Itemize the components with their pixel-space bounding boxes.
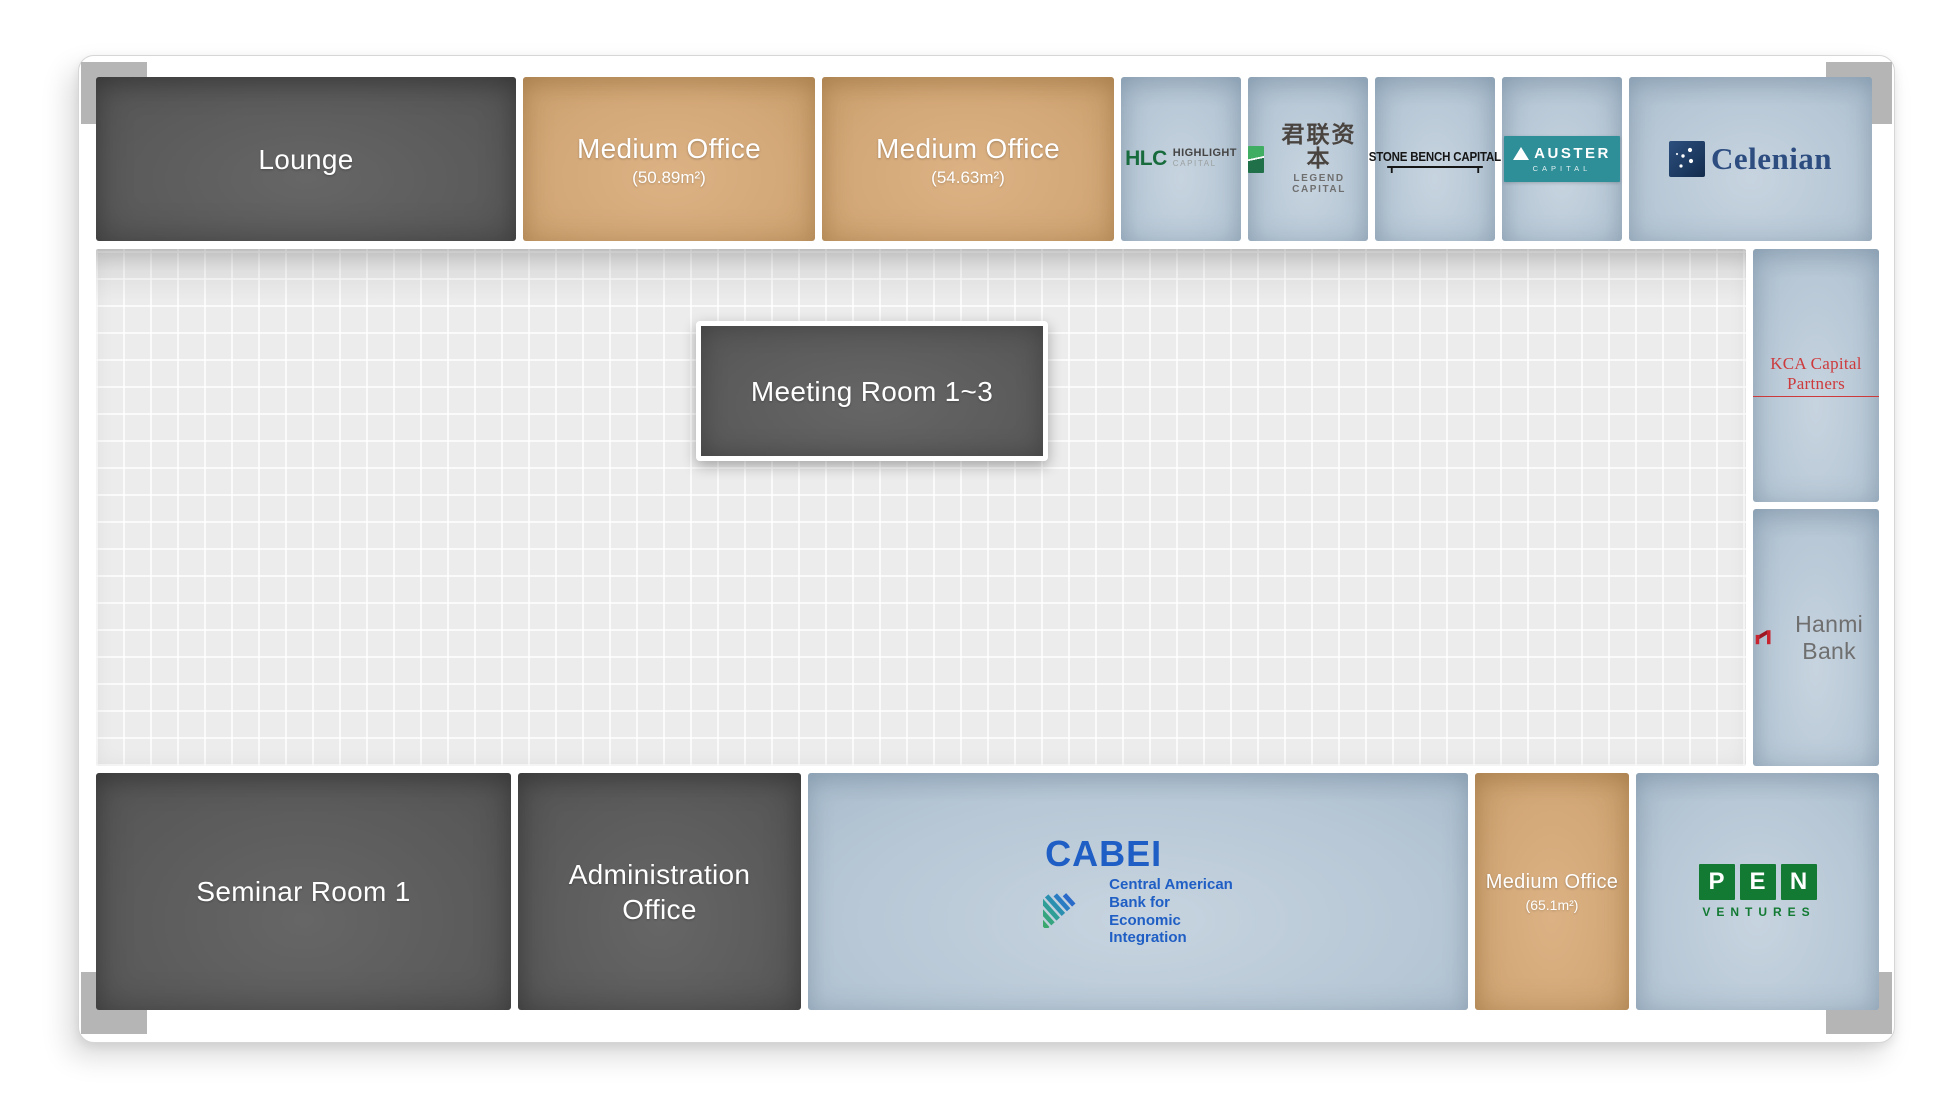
room-meeting-room: Meeting Room 1~3 <box>696 321 1048 461</box>
cabei-abbr: CABEI <box>1045 833 1163 875</box>
floorplan-frame: Lounge Medium Office (50.89m²) Medium Of… <box>78 55 1895 1043</box>
celenian-logo-icon <box>1668 141 1705 177</box>
room-tenant-cabei: CABEI <box>808 773 1468 1010</box>
hlc-name-bottom: CAPITAL <box>1172 159 1217 169</box>
room-tenant-hanmi-bank: Hanmi Bank <box>1753 509 1879 766</box>
auster-capital-logo: AUSTER CAPITAL <box>1504 136 1620 182</box>
auster-mountain-icon <box>1513 147 1530 160</box>
open-floor-area: Meeting Room 1~3 <box>96 249 1746 766</box>
top-row: Lounge Medium Office (50.89m²) Medium Of… <box>96 77 1879 241</box>
room-tenant-pen-ventures: P E N VENTURES <box>1636 773 1879 1010</box>
administration-office-label: Administration Office <box>568 858 751 925</box>
bottom-row: Seminar Room 1 Administration Office CAB… <box>96 773 1879 1010</box>
room-medium-office-3: Medium Office (65.1m²) <box>1475 773 1629 1010</box>
room-medium-office-2-area: (54.63m²) <box>931 167 1005 187</box>
cabei-line-4: Integration <box>1109 929 1187 947</box>
pen-letter-squares-icon: P E N <box>1698 864 1817 900</box>
room-medium-office-3-area: (65.1m²) <box>1525 897 1579 913</box>
room-lounge-label: Lounge <box>258 143 354 175</box>
hanmi-bank-name: Hanmi Bank <box>1795 610 1864 664</box>
cabei-line-1: Central American <box>1109 876 1233 894</box>
pen-letter-e: E <box>1739 864 1776 900</box>
hlc-wordmark: HIGHLIGHT CAPITAL <box>1173 148 1237 169</box>
pen-ventures-logo: P E N VENTURES <box>1698 864 1817 919</box>
stone-bench-capital-logo: STONE BENCH CAPITAL <box>1368 149 1502 172</box>
room-lounge: Lounge <box>96 77 516 241</box>
legend-capital-logo: 君联资本 LEGEND CAPITAL <box>1248 123 1368 195</box>
room-medium-office-1: Medium Office (50.89m²) <box>523 77 815 241</box>
room-seminar-room-1: Seminar Room 1 <box>96 773 511 1010</box>
hanmi-bank-logo-icon <box>1755 629 1771 644</box>
middle-row: Meeting Room 1~3 KCA Capital Partners Ha… <box>96 249 1879 766</box>
hanmi-bank-logo: Hanmi Bank <box>1753 611 1879 665</box>
auster-name: AUSTER <box>1534 145 1611 162</box>
room-tenant-kca-capital-partners: KCA Capital Partners <box>1753 249 1879 502</box>
pen-letter-p: P <box>1698 864 1735 900</box>
room-medium-office-1-area: (50.89m²) <box>632 167 706 187</box>
kca-capital-partners-name: KCA Capital Partners <box>1753 354 1879 397</box>
cabei-fan-icon <box>1043 893 1076 929</box>
cabei-logo: CABEI <box>1043 836 1233 947</box>
celenian-logo: Celenian <box>1668 141 1833 177</box>
room-tenant-auster-capital: AUSTER CAPITAL <box>1502 77 1622 241</box>
room-medium-office-2-label: Medium Office <box>876 132 1060 164</box>
cabei-line-3: Economic <box>1109 911 1181 929</box>
room-medium-office-2: Medium Office (54.63m²) <box>822 77 1114 241</box>
room-tenant-legend-capital: 君联资本 LEGEND CAPITAL <box>1248 77 1368 241</box>
auster-row: AUSTER <box>1513 145 1611 162</box>
legend-wordmark: 君联资本 LEGEND CAPITAL <box>1270 123 1368 195</box>
cabei-wordmark: Central American Bank for Economic Integ… <box>1109 876 1233 947</box>
legend-name-cjk: 君联资本 <box>1281 121 1357 172</box>
room-tenant-stone-bench-capital: STONE BENCH CAPITAL <box>1369 77 1501 241</box>
seminar-room-label: Seminar Room 1 <box>196 876 411 907</box>
hlc-logo-icon: HLC <box>1125 147 1167 170</box>
celenian-name: Celenian <box>1710 141 1833 176</box>
auster-sub: CAPITAL <box>1532 164 1592 173</box>
room-tenant-highlight-capital: HLC HIGHLIGHT CAPITAL <box>1121 77 1241 241</box>
stone-bench-line-icon <box>1387 165 1483 172</box>
room-tenant-celenian: Celenian <box>1629 77 1872 241</box>
highlight-capital-logo: HLC HIGHLIGHT CAPITAL <box>1125 147 1237 171</box>
room-medium-office-1-label: Medium Office <box>577 132 761 164</box>
legend-capital-logo-icon <box>1248 145 1265 173</box>
meeting-room-label: Meeting Room 1~3 <box>750 375 994 407</box>
hlc-name-top: HIGHLIGHT <box>1172 147 1237 160</box>
right-column: KCA Capital Partners Hanmi Bank <box>1753 249 1879 766</box>
room-administration-office: Administration Office <box>518 773 801 1010</box>
pen-ventures-sub: VENTURES <box>1702 905 1816 919</box>
room-medium-office-3-label: Medium Office <box>1485 871 1619 893</box>
legend-name-latin: LEGEND CAPITAL <box>1292 173 1346 196</box>
pen-letter-n: N <box>1780 864 1817 900</box>
cabei-body: Central American Bank for Economic Integ… <box>1043 876 1233 947</box>
stone-bench-name: STONE BENCH CAPITAL <box>1368 149 1502 164</box>
cabei-line-2: Bank for <box>1109 893 1171 911</box>
